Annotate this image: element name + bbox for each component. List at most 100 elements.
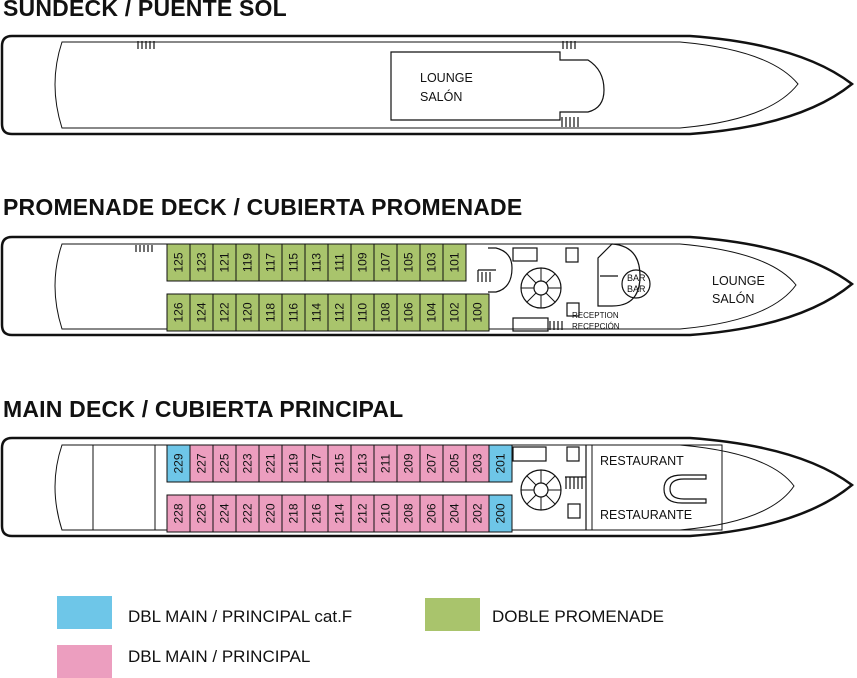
main-cabin-label-200: 200 (494, 503, 508, 523)
sundeck-inner-deck (54, 41, 799, 129)
promenade-cabin-label-117: 117 (264, 253, 278, 272)
promenade-cabin-101 (442, 243, 467, 282)
legend-label-promenade: DOBLE PROMENADE (492, 607, 664, 626)
promenade-cabin-label-105: 105 (402, 252, 416, 272)
promenade-spiral-staircase-icon (520, 267, 562, 309)
main-cabin-label-206: 206 (425, 503, 439, 523)
promenade-small-room-2 (566, 302, 580, 317)
promenade-bar-label-en: BAR (627, 273, 646, 283)
main-cabin-label-222: 222 (241, 503, 255, 523)
promenade-lounge-label-en: LOUNGE (712, 274, 765, 288)
promenade-cabin-label-121: 121 (218, 252, 232, 272)
sundeck-hull (0, 34, 855, 136)
promenade-cabin-label-115: 115 (287, 253, 301, 272)
sundeck-stairs-right-bottom-icon (561, 117, 579, 127)
promenade-cabin-label-107: 107 (379, 252, 393, 272)
main-cabin-label-225: 225 (218, 453, 232, 473)
main-cabin-label-217: 217 (310, 453, 324, 473)
main-restaurant-label-es: RESTAURANTE (600, 508, 692, 522)
promenade-small-room (565, 247, 579, 263)
main-cabin-label-205: 205 (448, 453, 462, 473)
main-cabin-label-211: 211 (379, 454, 393, 473)
main-cabin-label-201: 201 (494, 453, 508, 473)
promenade-bar-label-es: BAR (627, 284, 646, 294)
promenade-cabin-label-100: 100 (471, 302, 485, 322)
legend-label-main: DBL MAIN / PRINCIPAL (128, 647, 311, 666)
promenade-cabin-label-124: 124 (195, 302, 209, 322)
legend-swatch-main (57, 645, 112, 678)
promenade-elevator-top (512, 247, 538, 262)
promenade-cabin-label-119: 119 (241, 253, 255, 272)
promenade-stairs-reception-icon (549, 321, 563, 330)
promenade-inner-deck (54, 243, 797, 330)
main-cabin-label-227: 227 (195, 453, 209, 473)
main-cabin-label-226: 226 (195, 503, 209, 523)
main-cabin-label-224: 224 (218, 503, 232, 523)
promenade-cabin-label-110: 110 (356, 303, 370, 322)
main-cabin-201 (488, 444, 513, 483)
main-deck-inner-deck (54, 444, 795, 531)
promenade-cabin-label-112: 112 (333, 303, 347, 322)
promenade-cabin-label-123: 123 (195, 252, 209, 272)
main-cabin-label-215: 215 (333, 453, 347, 473)
sundeck-lounge-label-es: SALÓN (420, 89, 462, 104)
promenade-stairs-left-icon (135, 245, 153, 252)
main-cabin-label-207: 207 (425, 453, 439, 473)
main-restaurant-area (591, 444, 723, 531)
main-service-room-top (512, 446, 547, 462)
promenade-cabin-label-118: 118 (264, 303, 278, 322)
main-cabin-label-210: 210 (379, 503, 393, 523)
sundeck-title: SUNDECK / PUENTE SOL (3, 0, 287, 21)
main-cabin-label-209: 209 (402, 453, 416, 473)
promenade-cabin-label-109: 109 (356, 252, 370, 272)
promenade-cabin-label-101: 101 (448, 252, 462, 272)
main-cabin-200 (488, 494, 513, 533)
main-cabin-label-208: 208 (402, 503, 416, 523)
main-service-room-bottom (567, 503, 581, 519)
sundeck-stairs-right-top-icon (562, 41, 576, 49)
main-spiral-staircase-icon (520, 469, 562, 511)
main-cabin-label-229: 229 (172, 453, 186, 473)
sundeck-stairs-left-icon (137, 41, 155, 49)
promenade-bar-outline (597, 243, 641, 307)
main-restaurant-buffet-icon (663, 474, 707, 504)
main-cabin-label-214: 214 (333, 503, 347, 523)
legend-swatch-cat-f (57, 596, 112, 629)
main-cabin-label-221: 221 (264, 453, 278, 473)
sundeck-lounge-label-en: LOUNGE (420, 71, 473, 85)
main-cabin-label-216: 216 (310, 503, 324, 523)
legend-label-cat-f: DBL MAIN / PRINCIPAL cat.F (128, 607, 353, 626)
sundeck-lounge-outline (390, 51, 605, 121)
main-cabin-label-220: 220 (264, 503, 278, 523)
promenade-cabin-label-122: 122 (218, 302, 232, 322)
main-cabin-label-218: 218 (287, 503, 301, 523)
sundeck-plan: LOUNGE SALÓN (0, 34, 855, 136)
promenade-cabin-label-104: 104 (425, 302, 439, 322)
promenade-cabin-label-120: 120 (241, 302, 255, 322)
promenade-cabin-label-106: 106 (402, 302, 416, 322)
main-cabin-label-213: 213 (356, 453, 370, 473)
promenade-cabin-label-116: 116 (287, 303, 301, 322)
promenade-cabin-label-126: 126 (172, 302, 186, 322)
main-cabin-label-223: 223 (241, 453, 255, 473)
promenade-lounge-label-es: SALÓN (712, 291, 754, 306)
main-deck-title: MAIN DECK / CUBIERTA PRINCIPAL (3, 396, 404, 422)
promenade-stairs-centre-icon (477, 269, 496, 282)
promenade-cabin-label-103: 103 (425, 252, 439, 272)
promenade-cabin-label-102: 102 (448, 302, 462, 322)
promenade-reception-label-es: RECEPCIÓN (572, 322, 620, 331)
promenade-title: PROMENADE DECK / CUBIERTA PROMENADE (3, 194, 523, 220)
promenade-cabin-label-113: 113 (310, 253, 324, 272)
promenade-cabin-label-114: 114 (310, 303, 324, 322)
promenade-cabin-label-125: 125 (172, 252, 186, 272)
promenade-reception-label-en: RECEPTION (572, 311, 619, 320)
main-cabin-label-204: 204 (448, 503, 462, 523)
legend-swatch-promenade (425, 598, 480, 631)
main-cabin-label-202: 202 (471, 503, 485, 523)
main-cabin-label-228: 228 (172, 503, 186, 523)
